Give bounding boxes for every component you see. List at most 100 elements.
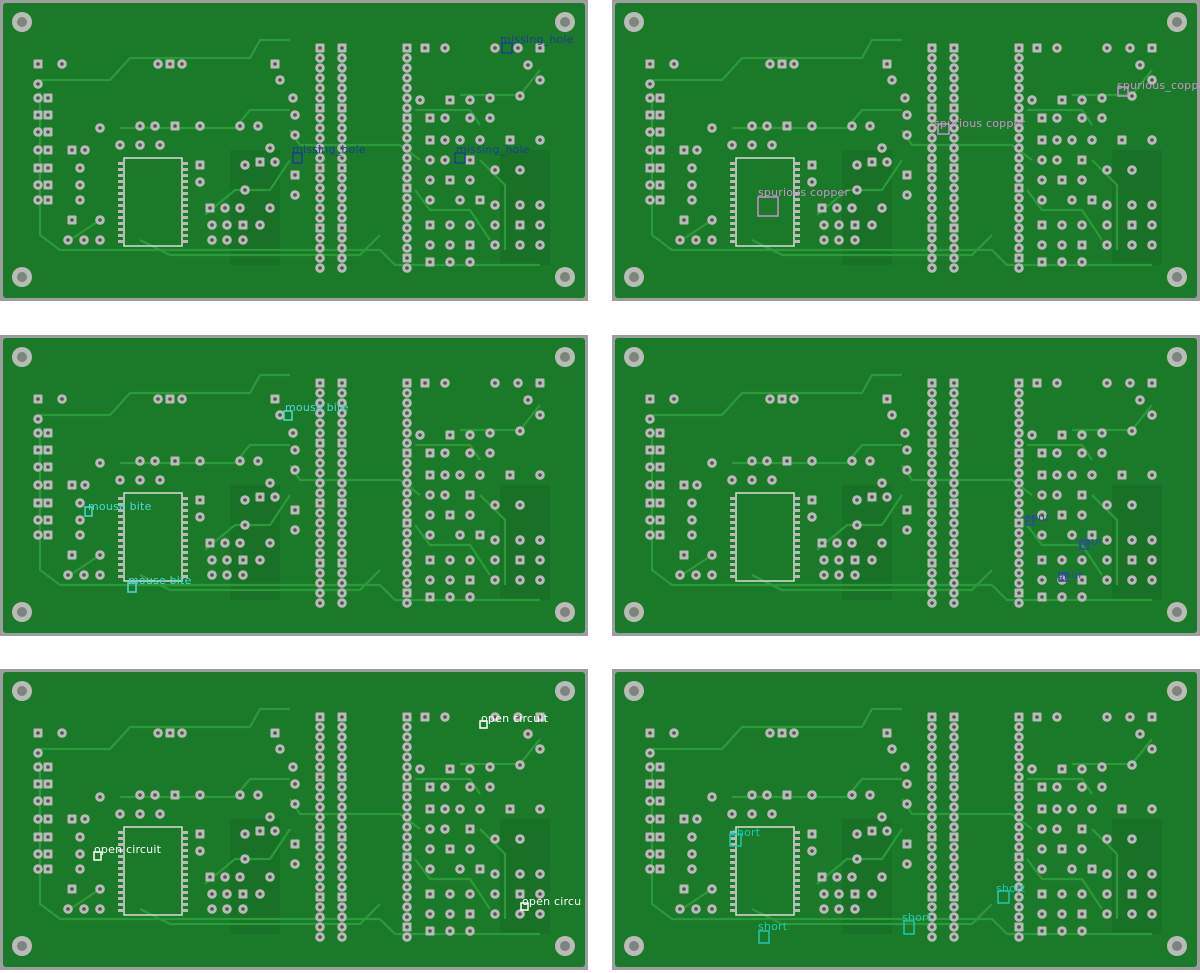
drill-hole (952, 895, 956, 899)
drill-hole (850, 875, 854, 879)
drill-hole (318, 176, 322, 180)
ic-pin (182, 503, 188, 506)
drill-hole (1017, 745, 1021, 749)
copper-trace (414, 524, 491, 576)
ic-pin (118, 903, 124, 906)
detection-box: spur (1058, 568, 1083, 582)
drill-hole (1055, 158, 1059, 162)
drill-hole (46, 483, 50, 487)
drill-hole (1128, 715, 1132, 719)
copper-trace (139, 903, 381, 926)
drill-hole (880, 815, 884, 819)
drill-hole (952, 865, 956, 869)
drill-hole (1017, 591, 1021, 595)
ic-pin (794, 575, 800, 578)
copper-trace (414, 189, 491, 241)
drill-hole (905, 842, 909, 846)
drill-hole (952, 481, 956, 485)
drill-hole (423, 46, 427, 50)
detection-label: open circuit (481, 712, 549, 725)
drill-hole (36, 431, 40, 435)
drill-hole (158, 478, 162, 482)
drill-hole (493, 558, 497, 562)
ic-pin (118, 204, 124, 207)
drill-hole (1150, 892, 1154, 896)
drill-hole (1040, 785, 1044, 789)
drill-hole (905, 173, 909, 177)
drill-hole (792, 62, 796, 66)
drill-hole (340, 755, 344, 759)
drill-hole (340, 925, 344, 929)
drill-hole (340, 865, 344, 869)
detection-box: open circuit (93, 843, 161, 861)
drill-hole (1017, 136, 1021, 140)
drill-hole (1017, 601, 1021, 605)
ic-pin (730, 180, 736, 183)
drill-hole (930, 755, 934, 759)
ic-pin (794, 855, 800, 858)
drill-hole (1017, 126, 1021, 130)
drill-hole (36, 417, 40, 421)
drill-hole (448, 595, 452, 599)
drill-hole (156, 397, 160, 401)
drill-hole (1040, 929, 1044, 933)
drill-hole (930, 56, 934, 60)
drill-hole (820, 206, 824, 210)
drill-hole (318, 451, 322, 455)
detection-label: missing_hole (292, 143, 366, 156)
drill-hole (1055, 451, 1059, 455)
drill-hole (1017, 381, 1021, 385)
ic-pin (118, 162, 124, 165)
drill-hole (648, 799, 652, 803)
drill-hole (443, 46, 447, 50)
ic-pin (118, 861, 124, 864)
mounting-hole-center (560, 17, 570, 27)
drill-hole (318, 96, 322, 100)
drill-hole (1070, 867, 1074, 871)
ic-pin (794, 234, 800, 237)
drill-hole (750, 812, 754, 816)
drill-hole (340, 206, 344, 210)
drill-hole (405, 501, 409, 505)
drill-hole (1017, 66, 1021, 70)
drill-hole (518, 223, 522, 227)
copper-trace (751, 569, 993, 592)
drill-hole (405, 561, 409, 565)
copper-trace (816, 159, 903, 216)
ic-pin (118, 210, 124, 213)
drill-hole (198, 163, 202, 167)
drill-hole (198, 124, 202, 128)
drill-hole (710, 795, 714, 799)
drill-hole (1055, 46, 1059, 50)
drill-hole (648, 835, 652, 839)
drill-hole (443, 451, 447, 455)
drill-hole (850, 459, 854, 463)
ic-pin (794, 861, 800, 864)
drill-hole (1060, 223, 1064, 227)
drill-hole (340, 246, 344, 250)
drill-hole (1080, 767, 1084, 771)
drill-hole (1017, 805, 1021, 809)
drill-hole (952, 765, 956, 769)
drill-hole (241, 558, 245, 562)
ic-pin (730, 509, 736, 512)
drill-hole (538, 78, 542, 82)
drill-hole (952, 845, 956, 849)
pcb-panel-short: short short short short (612, 669, 1200, 970)
drill-hole (785, 793, 789, 797)
drill-hole (952, 825, 956, 829)
drill-hole (180, 731, 184, 735)
drill-hole (930, 795, 934, 799)
ic-pin (730, 186, 736, 189)
drill-hole (690, 852, 694, 856)
drill-hole (98, 126, 102, 130)
drill-hole (1080, 513, 1084, 517)
ic-pin (794, 897, 800, 900)
drill-hole (428, 827, 432, 831)
drill-hole (428, 116, 432, 120)
drill-hole (1130, 203, 1134, 207)
drill-hole (1017, 431, 1021, 435)
ic-pin (730, 575, 736, 578)
drill-hole (98, 553, 102, 557)
copper-trace (650, 761, 1152, 936)
